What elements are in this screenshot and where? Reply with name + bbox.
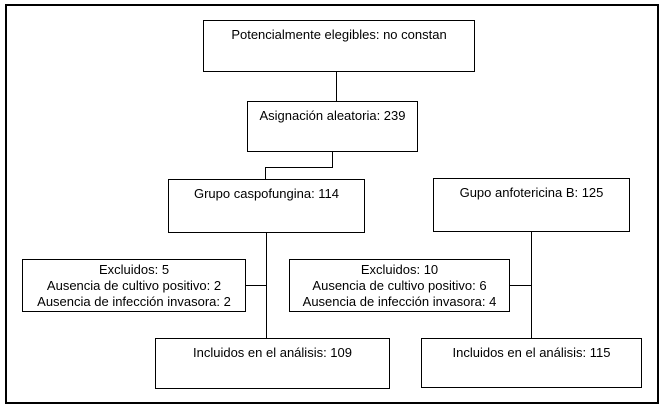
connector-excluded-amphotericin-stub xyxy=(510,285,531,286)
connector-excluded-caspofungin-stub xyxy=(246,285,266,286)
box-analyzed-caspofungin: Incluidos en el análisis: 109 xyxy=(155,338,390,389)
connector-step-to-caspofungin xyxy=(265,167,266,179)
box-analyzed-amphotericin: Incluidos en el análisis: 115 xyxy=(421,338,642,388)
excluded-amphotericin-line: Excluidos: 10 xyxy=(360,262,439,277)
diagram-border xyxy=(5,4,659,404)
excluded-amphotericin-line: Ausencia de infección invasora: 4 xyxy=(302,294,497,309)
connector-random-stub xyxy=(332,152,333,168)
connector-eligible-to-random xyxy=(336,72,337,101)
connector-caspofungin-to-analysis xyxy=(266,233,267,338)
excluded-amphotericin-line: Ausencia de cultivo positivo: 6 xyxy=(312,278,487,293)
box-potentially-eligible: Potencialmente elegibles: no constan xyxy=(203,20,475,72)
connector-step-horizontal xyxy=(265,167,333,168)
excluded-caspofungin-line: Ausencia de infección invasora: 2 xyxy=(37,294,231,309)
connector-amphotericin-to-analysis xyxy=(531,232,532,338)
box-caspofungin-group: Grupo caspofungina: 114 xyxy=(168,179,365,233)
excluded-caspofungin-line: Ausencia de cultivo positivo: 2 xyxy=(46,278,222,293)
excluded-caspofungin-line: Excluidos: 5 xyxy=(98,262,170,277)
box-excluded-caspofungin: Excluidos: 5 Ausencia de cultivo positiv… xyxy=(22,259,246,312)
box-amphotericin-group: Gupo anfotericina B: 125 xyxy=(433,178,630,232)
box-random-assignment: Asignación aleatoria: 239 xyxy=(247,101,418,152)
box-excluded-amphotericin: Excluidos: 10 Ausencia de cultivo positi… xyxy=(289,259,510,312)
